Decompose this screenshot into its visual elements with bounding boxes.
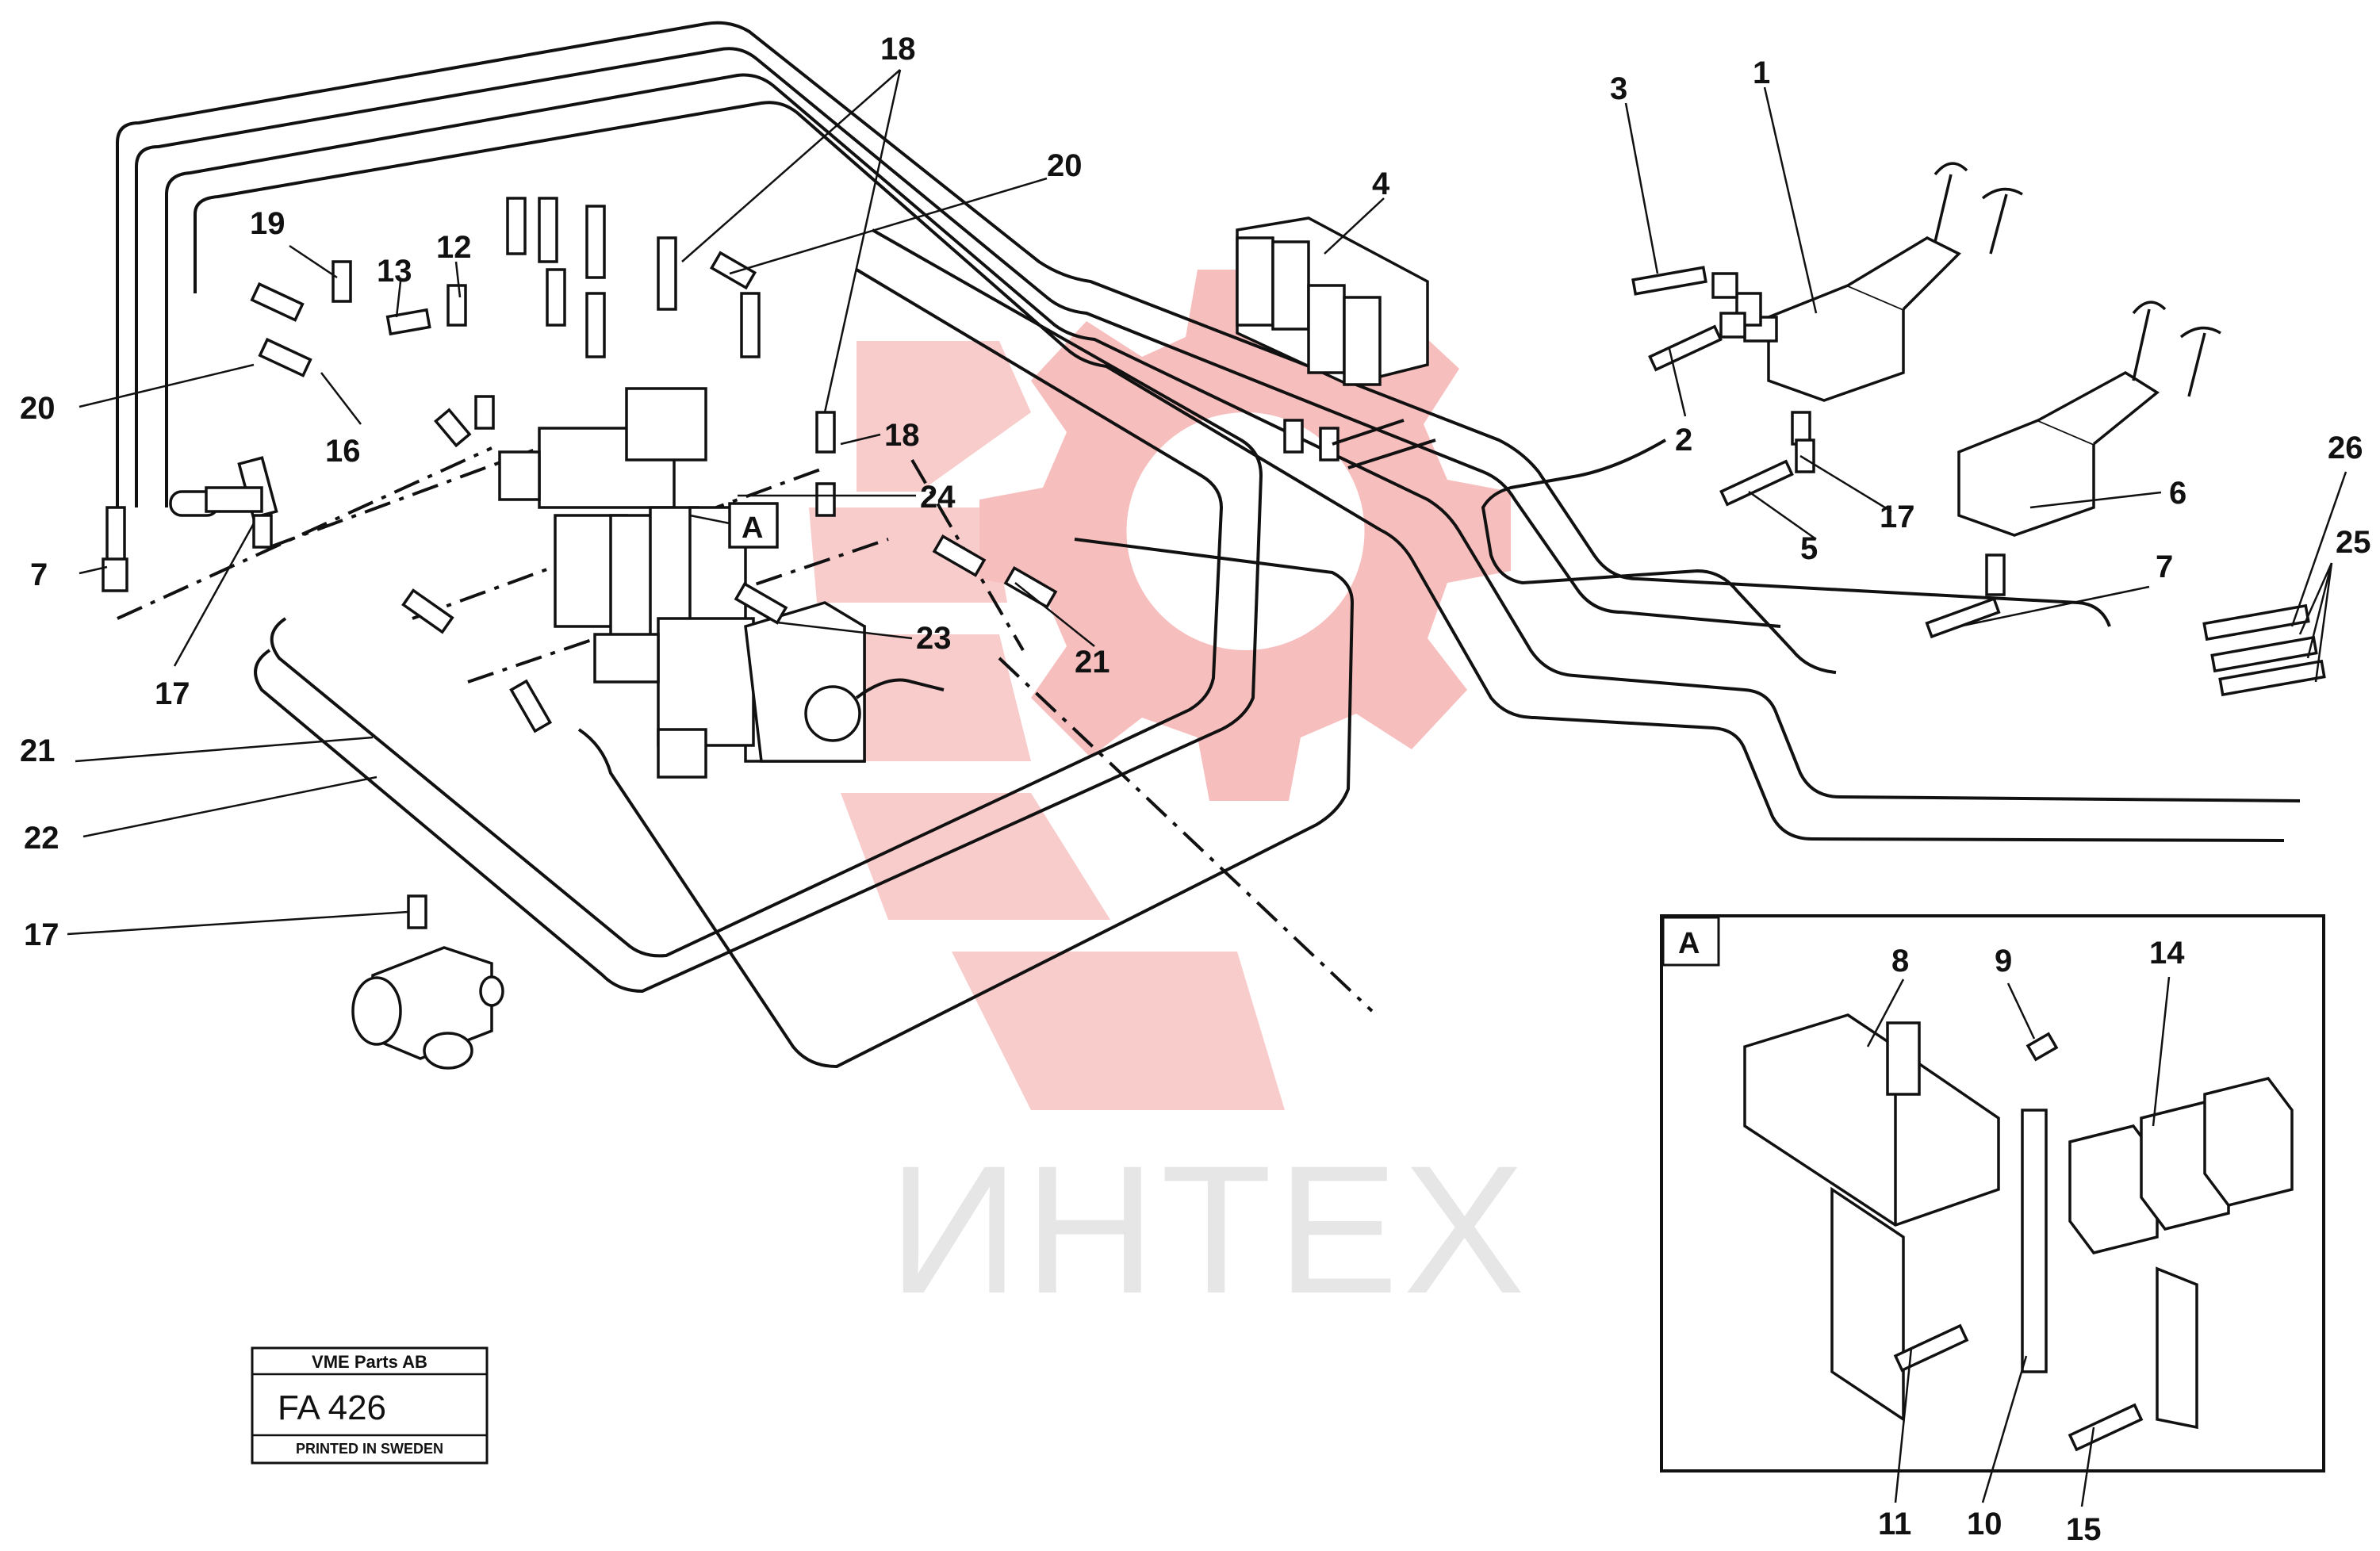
pedal-unit-6 [1957, 301, 2221, 596]
watermark-text: ИНТЕХ [888, 1128, 1530, 1331]
title-block-code: FA 426 [278, 1388, 386, 1427]
view-a-marker-label: A [742, 511, 763, 545]
callout-16: 16 [325, 434, 361, 469]
callout-21: 21 [20, 733, 56, 768]
hose-fittings [102, 197, 1058, 733]
callout-8: 8 [1891, 944, 1909, 978]
callout-20: 20 [20, 391, 56, 426]
callout-20: 20 [1047, 148, 1083, 183]
right-hoses [1631, 266, 2326, 697]
callout-7: 7 [30, 557, 48, 592]
watermark-gear [793, 270, 1511, 1110]
pipe-loops [116, 21, 2301, 1069]
callout-4: 4 [1372, 167, 1390, 201]
detail-a-label: A [1678, 927, 1700, 960]
callout-1: 1 [1753, 56, 1770, 90]
title-block-printed: PRINTED IN SWEDEN [296, 1441, 443, 1457]
callout-24: 24 [920, 480, 956, 515]
callout-18: 18 [884, 418, 920, 453]
callout-22: 22 [24, 821, 59, 856]
callout-19: 19 [250, 206, 286, 241]
callout-6: 6 [2169, 476, 2186, 511]
valve-block-4 [1236, 216, 1436, 469]
callout-17: 17 [1880, 500, 1915, 534]
title-block-company: VME Parts AB [312, 1352, 427, 1372]
callout-26: 26 [2328, 431, 2363, 465]
callout-21: 21 [1075, 645, 1110, 680]
callout-15: 15 [2066, 1512, 2102, 1547]
callouts: 18 20 19 13 12 20 16 18 24 7 17 23 21 21… [20, 32, 2371, 1547]
callout-25: 25 [2336, 525, 2371, 560]
callout-5: 5 [1800, 531, 1818, 566]
callout-7: 7 [2156, 550, 2173, 584]
pedal-unit-1 [1735, 162, 2023, 446]
title-block: VME Parts AB FA 426 PRINTED IN SWEDEN [251, 1346, 489, 1465]
callout-11: 11 [1878, 1507, 1911, 1541]
main-valve-assembly [498, 387, 945, 779]
detail-a-box: A [1660, 914, 2325, 1472]
callout-2: 2 [1675, 423, 1692, 458]
callout-12: 12 [436, 230, 472, 265]
view-a-marker: A [689, 502, 779, 549]
callout-23: 23 [916, 621, 952, 656]
lower-left-valve [351, 894, 504, 1070]
callout-10: 10 [1967, 1507, 2002, 1541]
callout-3: 3 [1610, 71, 1627, 106]
leader-lines [67, 69, 2347, 1507]
callout-9: 9 [1995, 944, 2012, 978]
callout-13: 13 [377, 254, 412, 289]
callout-14: 14 [2149, 936, 2185, 971]
callout-17: 17 [24, 917, 59, 952]
callout-18: 18 [880, 32, 916, 67]
callout-17: 17 [155, 676, 190, 711]
